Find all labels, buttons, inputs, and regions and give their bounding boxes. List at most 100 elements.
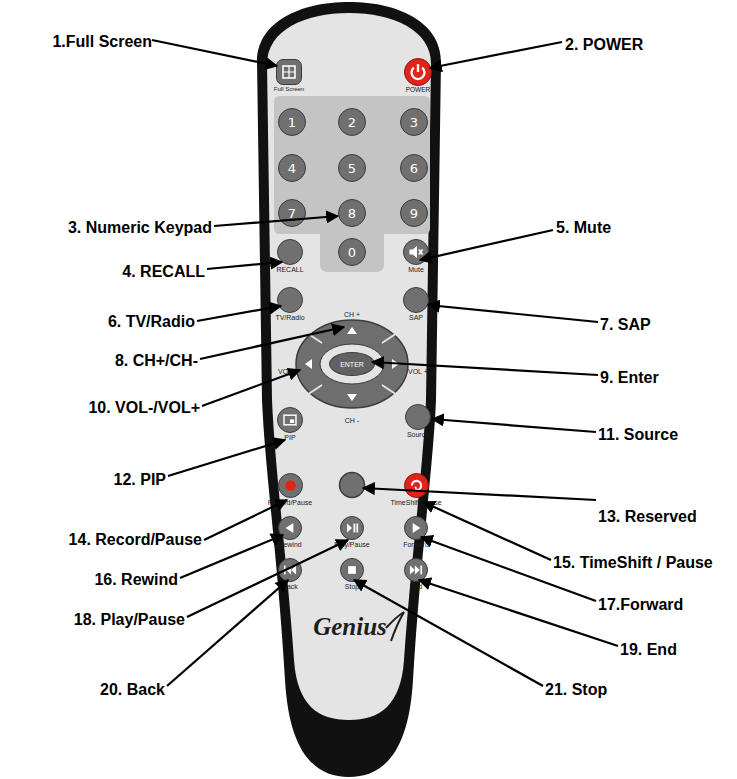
- icon-part: [290, 419, 294, 423]
- button-label: ENTER: [330, 353, 374, 375]
- digit-button: 7: [278, 199, 306, 227]
- button-label: Record/Pause: [268, 499, 312, 506]
- callout-label: 16. Rewind: [94, 572, 178, 588]
- button-icon: [277, 60, 301, 84]
- callout-label: 20. Back: [100, 682, 165, 698]
- tv-radio-button: TV/Radio: [277, 287, 303, 313]
- digit-label: 9: [401, 200, 427, 226]
- callout-label: 1.Full Screen: [52, 34, 152, 50]
- callout-label: 18. Play/Pause: [74, 612, 185, 628]
- button-icon: [405, 59, 431, 85]
- digit-label: 6: [401, 155, 427, 181]
- button-icon: [278, 408, 302, 432]
- end-button: End: [404, 558, 428, 582]
- button-icon: [279, 559, 301, 581]
- button-icon: [385, 346, 405, 382]
- digit-button: 5: [338, 154, 366, 182]
- button-icon: [405, 474, 428, 497]
- digit-button: 0: [338, 238, 366, 266]
- leader-line: [432, 419, 596, 432]
- back-button: Back: [278, 558, 302, 582]
- leader-line: [419, 580, 618, 646]
- icon-part: [412, 486, 416, 490]
- callout-label: 8. CH+/CH-: [115, 353, 198, 369]
- remote-shapes: [257, 2, 441, 777]
- icon-part: [284, 566, 286, 575]
- full-screen-button: Full Screen: [276, 59, 302, 85]
- callout-label: 2. POWER: [565, 37, 643, 53]
- callout-label: 21. Stop: [545, 682, 607, 698]
- button-icon: [404, 240, 428, 264]
- forward-button: Forward: [404, 516, 428, 540]
- callout-label: 9. Enter: [600, 370, 659, 386]
- direction-pad-hole: [320, 344, 384, 384]
- button-label: Forward: [403, 541, 429, 548]
- remote-face: [267, 13, 431, 720]
- digit-label: 4: [279, 155, 305, 181]
- callout-label: 4. RECALL: [122, 264, 205, 280]
- record-button: Record/Pause: [278, 473, 303, 498]
- reserved-button: [340, 473, 365, 498]
- digit-label: 0: [339, 239, 365, 265]
- button-label: Rewind: [278, 541, 301, 548]
- icon-part: [417, 64, 419, 72]
- brand-logo: Genius: [313, 614, 387, 639]
- digit-button: 9: [400, 199, 428, 227]
- button-label: TimeShift/Pause: [390, 499, 441, 506]
- volume-up-key: VOL +: [385, 346, 405, 382]
- callout-label: 5. Mute: [556, 220, 611, 236]
- callout-label: 12. PIP: [114, 472, 166, 488]
- digit-label: 3: [401, 109, 427, 135]
- mute-button: Mute: [403, 239, 429, 265]
- button-icon: [299, 346, 319, 382]
- digit-button: 6: [400, 154, 428, 182]
- leader-line: [428, 305, 598, 322]
- button-icon: [332, 321, 372, 341]
- keypad-panel: [274, 96, 430, 272]
- button-icon: [405, 517, 427, 539]
- digit-label: 1: [279, 109, 305, 135]
- button-label: Full Screen: [274, 86, 304, 92]
- source-button: Source: [405, 404, 431, 430]
- icon-part: [419, 250, 423, 255]
- callout-label: 13. Reserved: [598, 509, 697, 525]
- icon-part: [413, 523, 421, 533]
- button-icon: [279, 474, 302, 497]
- leader-line: [423, 502, 551, 560]
- callout-label: 11. Source: [598, 427, 678, 443]
- button-label: VOL -: [278, 368, 296, 375]
- button-label: End: [410, 583, 422, 590]
- button-label: RECALL: [276, 266, 303, 273]
- button-label: Source: [407, 431, 429, 438]
- channel-down-key: CH -: [332, 387, 372, 407]
- button-label: CH +: [344, 311, 360, 318]
- power-button: POWER: [404, 58, 432, 86]
- button-label: VOL +: [408, 368, 428, 375]
- button-icon: [332, 387, 372, 407]
- callout-label: 10. VOL-/VOL+: [88, 400, 200, 416]
- digit-button: 3: [400, 108, 428, 136]
- digit-label: 8: [339, 200, 365, 226]
- digit-button: 1: [278, 108, 306, 136]
- digit-button: 2: [338, 108, 366, 136]
- callout-label: 6. TV/Radio: [108, 314, 195, 330]
- callout-label: 17.Forward: [598, 597, 683, 613]
- icon-part: [347, 394, 357, 401]
- button-label: SAP: [409, 314, 423, 321]
- digit-button: 8: [338, 199, 366, 227]
- button-icon: [341, 517, 363, 539]
- callout-label: 3. Numeric Keypad: [68, 220, 212, 236]
- button-icon: [405, 559, 427, 581]
- volume-down-key: VOL -: [299, 346, 319, 382]
- direction-pad-gap: [304, 331, 400, 397]
- channel-up-key: CH +: [332, 321, 372, 341]
- icon-part: [286, 523, 294, 533]
- icon-part: [286, 566, 296, 575]
- callout-label: 14. Record/Pause: [69, 532, 202, 548]
- leader-line: [167, 580, 288, 686]
- timeshift-button: TimeShift/Pause: [404, 473, 429, 498]
- digit-label: 7: [279, 200, 305, 226]
- digit-label: 2: [339, 109, 365, 135]
- button-label: PIP: [284, 434, 295, 441]
- button-label: Mute: [408, 266, 424, 273]
